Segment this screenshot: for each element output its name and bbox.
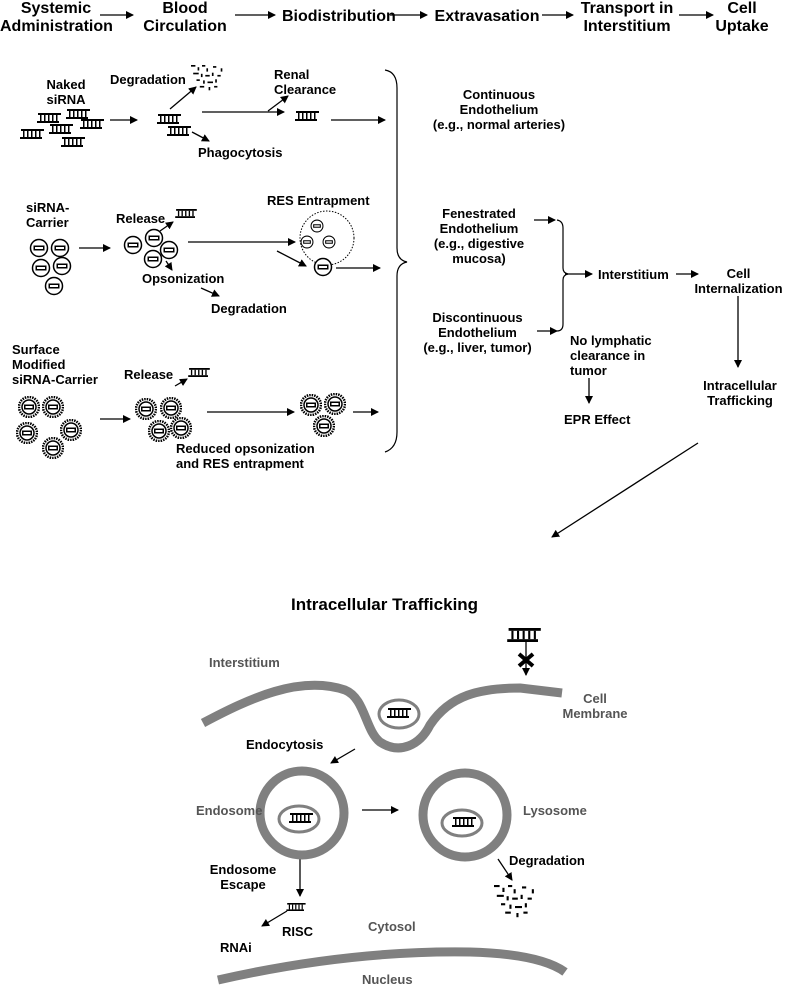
small-brace bbox=[556, 219, 569, 332]
sirna-icon bbox=[286, 903, 306, 911]
cell-membrane bbox=[200, 680, 563, 753]
res-entrapment-label: RES Entrapment bbox=[267, 193, 370, 208]
step-transport-interstitium: Transport in Interstitium bbox=[580, 0, 674, 35]
endocytic-vesicle bbox=[377, 698, 421, 730]
nuclear-envelope bbox=[217, 947, 568, 985]
cell-internalization-label: Cell Internalization bbox=[694, 266, 783, 296]
no-lymphatic-clearance-label: No lymphatic clearance in tumor bbox=[570, 333, 652, 378]
res-entrapment-cluster bbox=[299, 210, 355, 277]
cell-membrane-label: Cell Membrane bbox=[562, 691, 628, 721]
sirna-icon bbox=[295, 111, 319, 121]
risc-label: RISC bbox=[282, 924, 314, 939]
big-brace bbox=[384, 69, 408, 453]
naked-sirna-arrows bbox=[110, 86, 386, 142]
interstitium-region-label: Interstitium bbox=[209, 655, 280, 670]
degraded-fragments-icon bbox=[191, 65, 223, 91]
surface-modified-carrier-label: Surface Modified siRNA-Carrier bbox=[12, 342, 98, 387]
fenestrated-endothelium-label: Fenestrated Endothelium (e.g., digestive… bbox=[433, 206, 525, 266]
endosome-escape-label: Endosome Escape bbox=[209, 862, 277, 892]
lysosome bbox=[418, 768, 512, 862]
sirna-icon bbox=[289, 813, 313, 823]
intracellular-trafficking-label: Intracellular Trafficking bbox=[703, 378, 777, 408]
sirna-icon bbox=[387, 708, 411, 718]
discontinuous-endothelium-label: Discontinuous Endothelium (e.g., liver, … bbox=[423, 310, 532, 355]
intracellular-title: Intracellular Trafficking bbox=[291, 595, 479, 614]
endocytosis-label: Endocytosis bbox=[246, 737, 324, 752]
renal-clearance-label: Renal Clearance bbox=[274, 67, 337, 97]
endosome bbox=[255, 766, 349, 860]
sirna-icon bbox=[507, 628, 541, 642]
sirna-icon bbox=[157, 114, 181, 124]
blocked-x-icon bbox=[517, 652, 535, 668]
naked-degradation-label: Degradation bbox=[110, 72, 186, 87]
epr-effect-label: EPR Effect bbox=[564, 412, 631, 427]
surface-carrier-release-group bbox=[135, 393, 346, 442]
intracellular-arrows bbox=[261, 748, 513, 927]
carrier-degradation-label: Degradation bbox=[211, 301, 287, 316]
lysosome-degradation-label: Degradation bbox=[509, 853, 585, 868]
step-cell-uptake: Cell Uptake bbox=[715, 0, 769, 35]
continuous-endothelium-label: Continuous Endothelium (e.g., normal art… bbox=[432, 87, 566, 132]
sirna-icon bbox=[167, 126, 191, 136]
endosome-label: Endosome bbox=[196, 803, 263, 818]
nucleus-label: Nucleus bbox=[362, 972, 413, 987]
opsonization-label: Opsonization bbox=[142, 271, 225, 286]
interstitium-label: Interstitium bbox=[598, 267, 669, 282]
extravasation-arrows bbox=[534, 216, 742, 538]
lysosome-label: Lysosome bbox=[523, 803, 587, 818]
step-blood-circulation: Blood Circulation bbox=[143, 0, 227, 35]
degraded-fragments-icon bbox=[494, 885, 534, 918]
carrier-cluster bbox=[29, 238, 72, 296]
surface-release-label: Release bbox=[124, 367, 174, 382]
carrier-arrows bbox=[79, 221, 381, 297]
step-systemic-administration: Systemic Administration bbox=[0, 0, 113, 35]
cytosol-label: Cytosol bbox=[368, 919, 416, 934]
sirna-carrier-label: siRNA- Carrier bbox=[26, 200, 70, 230]
surface-carrier-cluster bbox=[16, 396, 82, 459]
naked-sirna-cluster bbox=[20, 109, 104, 147]
sirna-icon bbox=[188, 368, 210, 377]
phagocytosis-label: Phagocytosis bbox=[198, 145, 283, 160]
reduced-opsonization-label: Reduced opsonization and RES entrapment bbox=[176, 441, 315, 471]
surface-carrier-arrows bbox=[100, 378, 379, 423]
sirna-icon bbox=[452, 817, 476, 827]
step-biodistribution: Biodistribution bbox=[282, 8, 396, 25]
rnai-label: RNAi bbox=[220, 940, 252, 955]
step-extravasation: Extravasation bbox=[434, 8, 540, 25]
naked-sirna-label: Naked siRNA bbox=[46, 77, 86, 107]
carrier-release-label: Release bbox=[116, 211, 166, 226]
